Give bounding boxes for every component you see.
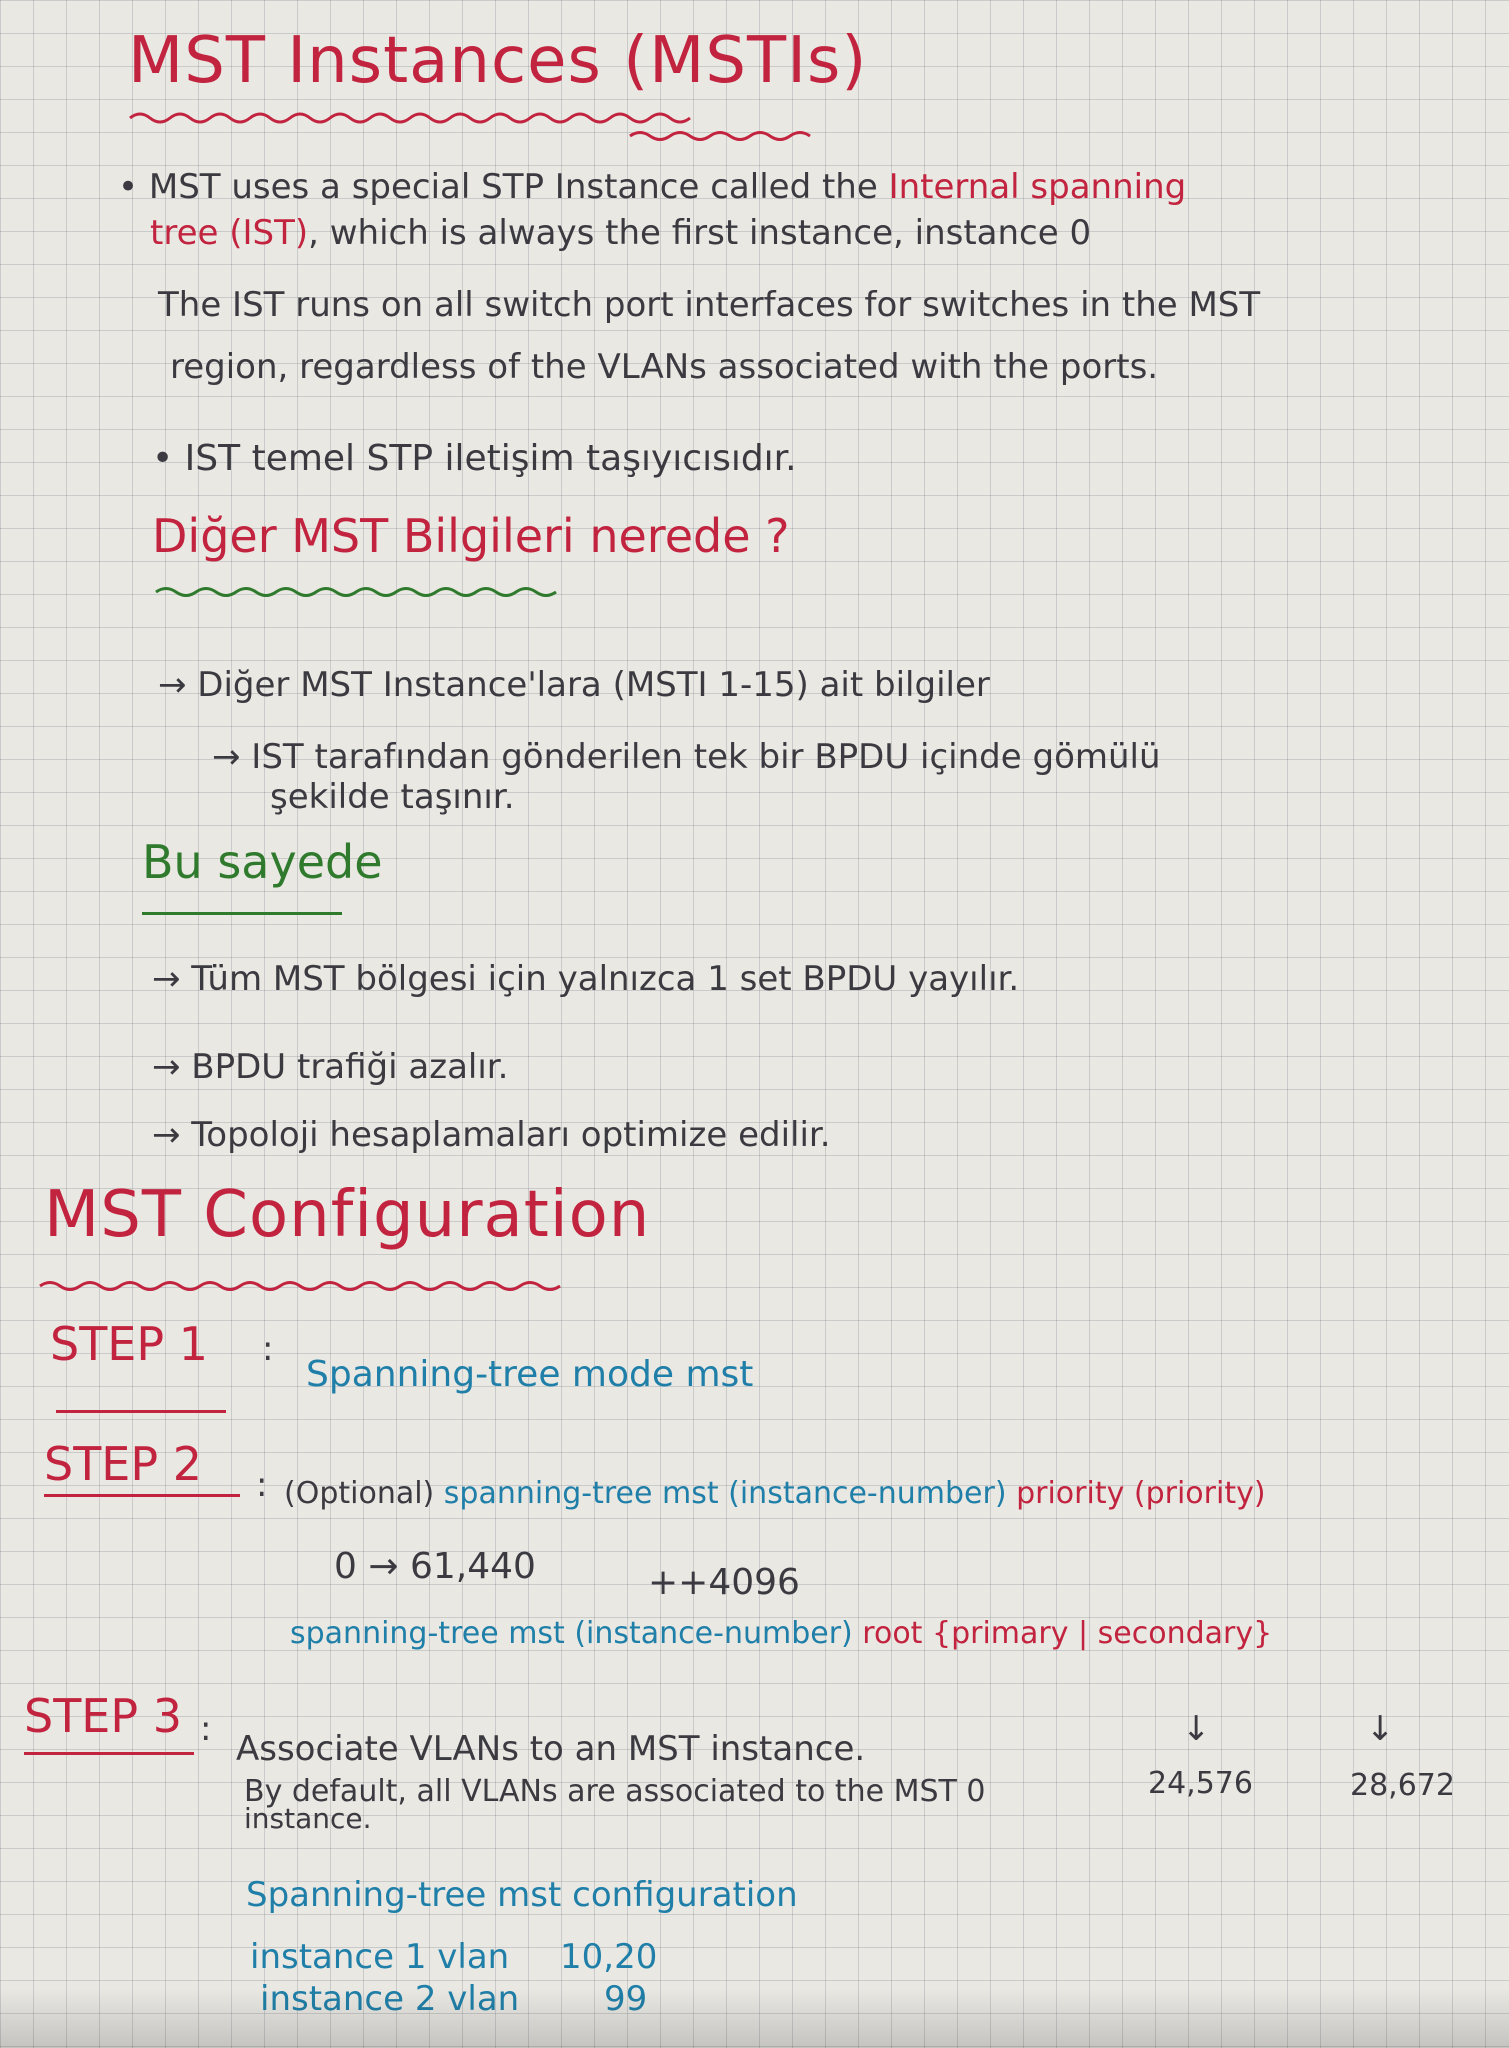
step-3-line-1: Associate VLANs to an MST instance. <box>236 1729 866 1769</box>
step-2-priority-line: (Optional) spanning-tree mst (instance-n… <box>284 1478 1266 1510</box>
step-3-instance-1-vlans: 10,20 <box>560 1937 658 1977</box>
ist-line-2: tree (IST), which is always the first in… <box>150 213 1092 253</box>
step-1-sep: : <box>262 1329 274 1369</box>
benefit-item: → Tüm MST bölgesi için yalnızca 1 set BP… <box>152 959 1020 999</box>
config-heading: MST Configuration <box>44 1178 651 1252</box>
config-underline-wave <box>39 1281 561 1291</box>
step-2-root-line: spanning-tree mst (instance-number) root… <box>290 1618 1272 1650</box>
step-3-instance-2-cmd: instance 2 vlan <box>260 1979 519 2019</box>
secondary-priority-value: 28,672 <box>1350 1768 1455 1803</box>
ist-term-highlight: Internal spanning <box>888 167 1187 207</box>
step-1-label: STEP 1 <box>50 1317 208 1371</box>
step-3-config-command: Spanning-tree mst configuration <box>246 1875 798 1915</box>
step-2-command: spanning-tree mst (instance-number) <box>443 1476 1007 1511</box>
step-3-instance-1: instance 1 vlan 10,20 <box>250 1937 658 1977</box>
step-3-line-3: instance. <box>244 1802 372 1835</box>
other-info-line-2: → IST tarafından gönderilen tek bir BPDU… <box>212 737 1161 777</box>
step-3-underline <box>24 1752 194 1755</box>
step-2-root-options: root {primary | secondary} <box>862 1616 1273 1651</box>
other-info-line-3: şekilde taşınır. <box>270 777 515 817</box>
step-2-increment: ++4096 <box>648 1562 800 1603</box>
primary-priority-value: 24,576 <box>1148 1766 1253 1801</box>
benefits-underline <box>142 912 342 915</box>
step-2-label: STEP 2 <box>44 1437 202 1491</box>
ist-note: • IST temel STP iletişim taşıyıcısıdır. <box>152 438 797 479</box>
step-3-instance-2-vlans: 99 <box>604 1979 647 2019</box>
ist-line-1: • MST uses a special STP Instance called… <box>118 167 1187 207</box>
benefits-heading: Bu sayede <box>142 835 383 889</box>
paper-edge-shadow <box>0 1988 1509 2048</box>
secondary-arrow-icon: ↓ <box>1366 1709 1395 1749</box>
page-title: MST Instances (MSTIs) <box>128 24 868 98</box>
title-underline-wave <box>129 112 811 141</box>
step-3-line-2: By default, all VLANs are associated to … <box>244 1774 986 1809</box>
step-2-sep: : <box>256 1465 268 1505</box>
other-info-heading: Diğer MST Bilgileri nerede ? <box>152 509 790 563</box>
step-2-optional: (Optional) <box>284 1476 435 1511</box>
ist-acronym: tree (IST) <box>150 213 309 253</box>
ist-line-2-text: , which is always the first instance, in… <box>308 213 1092 253</box>
step-2-underline <box>44 1494 240 1497</box>
step-3-sep: : <box>200 1709 212 1749</box>
step-3-instance-2: instance 2 vlan 99 <box>260 1979 647 2019</box>
benefit-item: → Topoloji hesaplamaları optimize edilir… <box>152 1115 831 1155</box>
ist-line-1-text: • MST uses a special STP Instance called… <box>118 167 889 207</box>
step-2-range: 0 → 61,440 <box>334 1546 536 1587</box>
other-info-line-1: → Diğer MST Instance'lara (MSTI 1-15) ai… <box>158 665 990 705</box>
ist-line-3: The IST runs on all switch port interfac… <box>158 285 1261 325</box>
primary-arrow-icon: ↓ <box>1182 1709 1211 1749</box>
step-1-underline <box>56 1410 226 1413</box>
step-1-command: Spanning-tree mode mst <box>306 1354 754 1395</box>
other-info-underline-wave <box>155 587 557 597</box>
benefit-item: → BPDU trafiği azalır. <box>152 1047 509 1087</box>
ist-line-4: region, regardless of the VLANs associat… <box>170 347 1159 387</box>
step-2-priority-text: priority (priority) <box>1016 1476 1266 1511</box>
step-2-root-command: spanning-tree mst (instance-number) <box>290 1616 853 1651</box>
step-3-label: STEP 3 <box>24 1689 182 1743</box>
step-3-instance-1-cmd: instance 1 vlan <box>250 1937 510 1977</box>
